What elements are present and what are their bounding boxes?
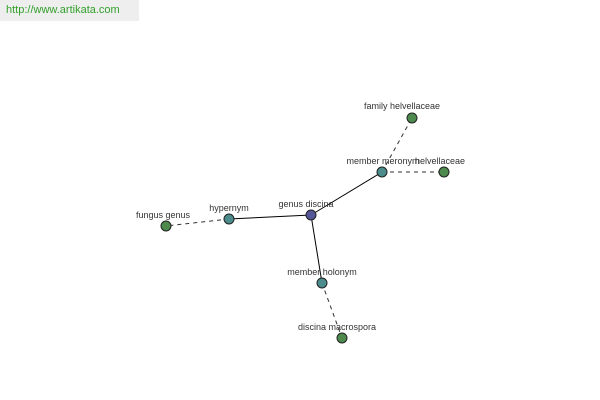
node-hypernym[interactable] bbox=[223, 213, 235, 225]
node-label-helvellaceae[interactable]: helvellaceae bbox=[415, 156, 465, 166]
nodes-layer bbox=[160, 112, 450, 344]
labels-layer: genus discina hypernym member meronym membe… bbox=[136, 101, 465, 332]
edge-genus-discina-to-member-holonym bbox=[310, 214, 323, 284]
node-label-hypernym[interactable]: hypernym bbox=[209, 203, 249, 213]
edge-member-meronym-to-family-helvellaceae bbox=[381, 117, 413, 173]
edge-member-holonym-to-discina-macrospora bbox=[321, 282, 343, 339]
edges-layer bbox=[165, 117, 444, 339]
node-fungus-genus[interactable] bbox=[160, 220, 172, 232]
node-family-helvellaceae[interactable] bbox=[406, 112, 418, 124]
node-helvellaceae[interactable] bbox=[438, 166, 450, 178]
node-label-discina-macrospora[interactable]: discina macrospora bbox=[298, 322, 376, 332]
node-discina-macrospora[interactable] bbox=[336, 332, 348, 344]
node-genus-discina[interactable] bbox=[305, 209, 317, 221]
edge-hypernym-to-fungus-genus bbox=[165, 218, 230, 227]
node-label-fungus-genus[interactable]: fungus genus bbox=[136, 210, 191, 220]
node-label-family-helvellaceae[interactable]: family helvellaceae bbox=[364, 101, 440, 111]
edge-genus-discina-to-hypernym bbox=[228, 214, 312, 220]
node-label-member-holonym[interactable]: member holonym bbox=[287, 267, 357, 277]
node-member-meronym[interactable] bbox=[376, 166, 388, 178]
edge-genus-discina-to-member-meronym bbox=[310, 171, 383, 216]
watermark-url[interactable]: http://www.artikata.com bbox=[6, 4, 120, 16]
node-label-genus-discina[interactable]: genus discina bbox=[278, 199, 333, 209]
watermark-banner: http://www.artikata.com bbox=[0, 0, 139, 21]
node-label-member-meronym[interactable]: member meronym bbox=[346, 156, 419, 166]
node-member-holonym[interactable] bbox=[316, 277, 328, 289]
